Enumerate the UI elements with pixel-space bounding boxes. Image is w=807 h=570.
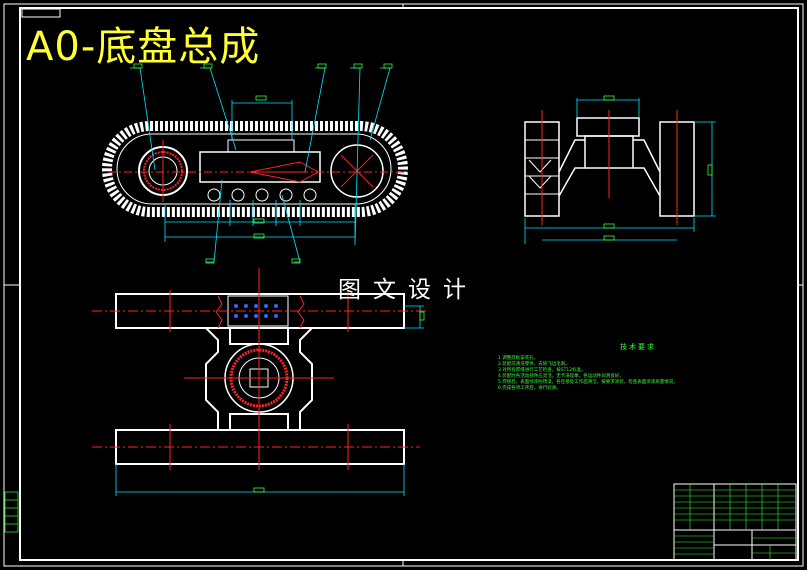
inner-border: [19, 7, 799, 561]
side-view: [524, 95, 716, 244]
plan-view: [92, 268, 428, 496]
notes-line: 2.装配前清洗零件，去除飞边毛刺。: [498, 362, 570, 367]
notes-line: 4.装配时各活动部件应灵活，无卡滞现象。各运动件润滑良好。: [498, 374, 624, 379]
track-front-view: [102, 63, 408, 264]
margin-stamp: [4, 491, 19, 533]
watermark-text: 图文设计: [338, 277, 478, 303]
notes-title: 技术要求: [620, 343, 656, 351]
title-block: [673, 483, 797, 561]
notes-line: 3.对所有焊缝进行工艺检查，按ST12标准。: [498, 368, 586, 373]
notes-line: 6.完成各项工序后，进行验收。: [498, 386, 561, 391]
technical-requirements: 技术要求 1.调整底板安装孔。 2.装配前清洗零件，去除飞边毛刺。 3.对所有焊…: [498, 342, 778, 392]
notes-line: 1.调整底板安装孔。: [498, 356, 539, 361]
corner-box: [21, 8, 61, 18]
drawing-title: A0-底盘总成: [26, 24, 261, 70]
idler-wheel: [330, 144, 384, 198]
border-ticks: [4, 4, 803, 566]
notes-line: 5.焊接后，表面喷涂防锈漆，各连接处工作面清洁，按要求涂装，检查表面涂漆质量情况…: [498, 380, 678, 385]
